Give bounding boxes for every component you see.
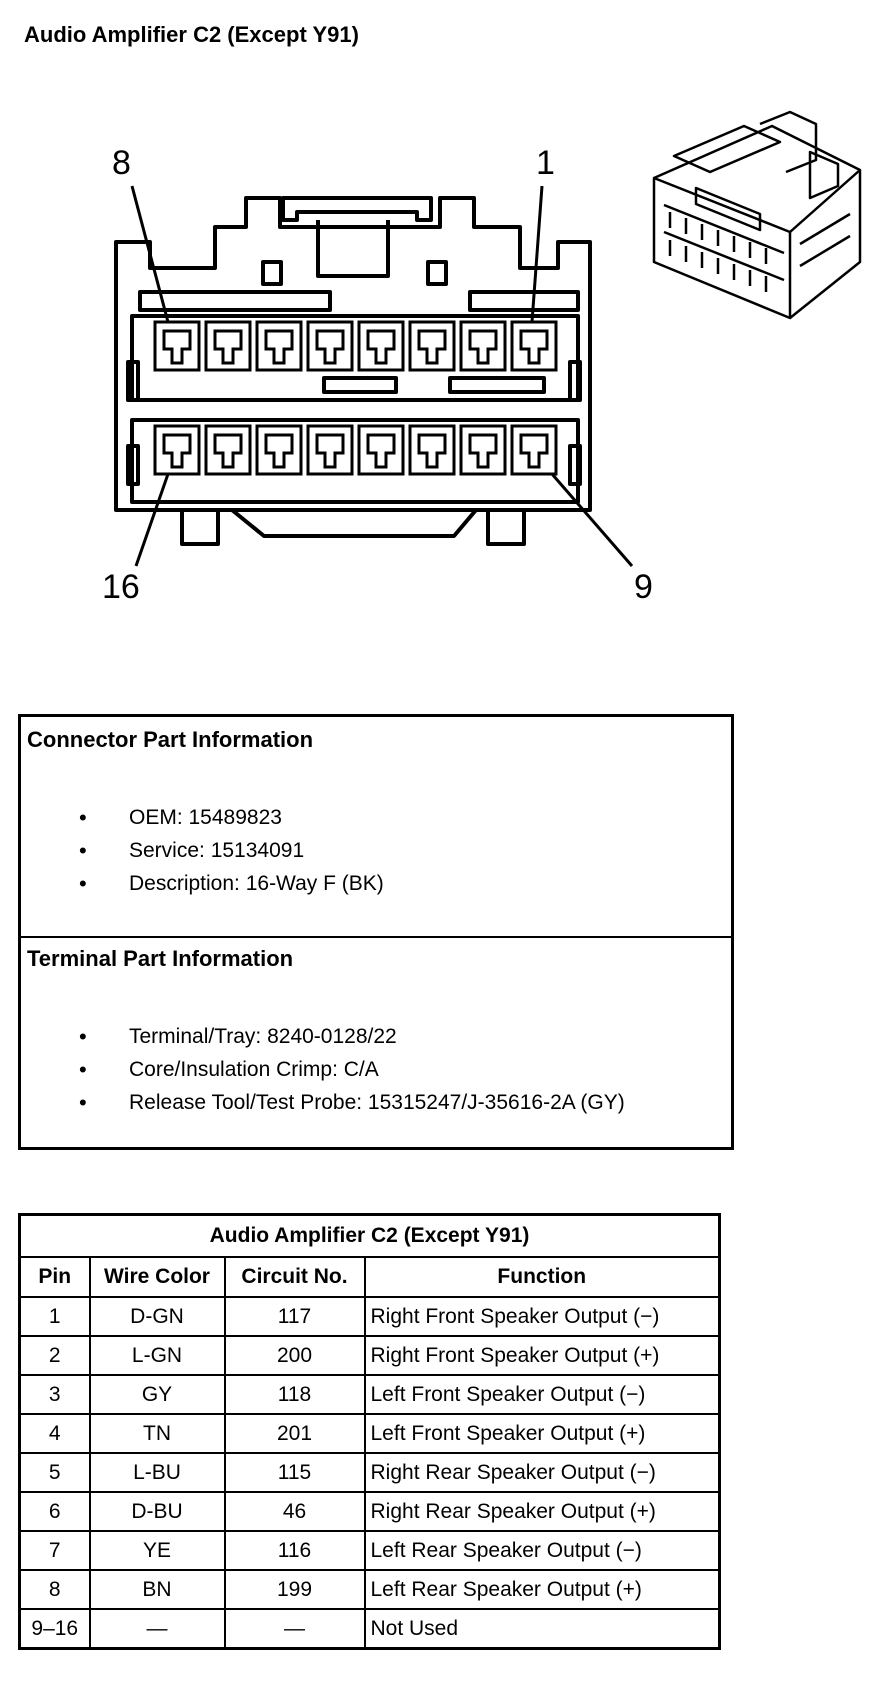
page-title: Audio Amplifier C2 (Except Y91) [24,22,359,47]
wire-color-cell: YE [88,1530,226,1571]
circuit-cell: 46 [223,1491,366,1532]
leader-line-8 [130,185,170,323]
column-header-wire-color: Wire Color [88,1256,226,1298]
table-row: 3 GY 118 Left Front Speaker Output (−) [18,1374,721,1415]
column-header-circuit-no: Circuit No. [223,1256,366,1298]
function-cell: Left Rear Speaker Output (−) [363,1530,721,1571]
list-item: • Terminal/Tray: 8240-0128/22 [21,1020,625,1053]
connector-face-diagram: 8 1 16 9 [102,110,862,606]
column-header-function: Function [363,1256,721,1298]
leader-line-1 [530,185,544,323]
wire-color-cell: D-BU [88,1491,226,1532]
leader-line-16 [134,473,170,567]
terminal-tray: Terminal/Tray: 8240-0128/22 [129,1025,397,1048]
bullet-icon: • [79,1057,87,1082]
circuit-cell: 199 [223,1569,366,1610]
pin-callout-9: 9 [634,568,653,606]
bullet-icon: • [79,871,87,896]
function-cell: Right Front Speaker Output (−) [363,1296,721,1337]
table-row: 5 L-BU 115 Right Rear Speaker Output (−) [18,1452,721,1493]
pin-cell: 3 [18,1374,91,1415]
pin-cell: 7 [18,1530,91,1571]
leader-line-9 [550,473,634,567]
list-item: • Service: 15134091 [21,834,384,867]
function-cell: Right Front Speaker Output (+) [363,1335,721,1376]
pin-cell: 6 [18,1491,91,1532]
connector-isometric-illustration [652,110,862,320]
table-row: 2 L-GN 200 Right Front Speaker Output (+… [18,1335,721,1376]
function-cell: Right Rear Speaker Output (−) [363,1452,721,1493]
terminal-part-info-section: Terminal Part Information • Terminal/Tray… [21,936,731,1147]
circuit-cell: 200 [223,1335,366,1376]
circuit-cell: — [223,1608,366,1650]
service-part-number: Service: 15134091 [129,839,305,862]
release-tool: Release Tool/Test Probe: 15315247/J-3561… [129,1091,625,1114]
table-row: 6 D-BU 46 Right Rear Speaker Output (+) [18,1491,721,1532]
connector-description: Description: 16-Way F (BK) [129,872,384,895]
function-cell: Not Used [363,1608,721,1650]
table-row: 9–16 — — Not Used [18,1608,721,1650]
table-caption: Audio Amplifier C2 (Except Y91) [18,1213,721,1258]
function-cell: Left Front Speaker Output (−) [363,1374,721,1415]
function-cell: Left Front Speaker Output (+) [363,1413,721,1454]
connector-part-info-heading: Connector Part Information [27,727,314,752]
function-cell: Left Rear Speaker Output (+) [363,1569,721,1610]
table-row: 8 BN 199 Left Rear Speaker Output (+) [18,1569,721,1610]
list-item: • Release Tool/Test Probe: 15315247/J-356… [21,1086,625,1119]
wire-color-cell: L-GN [88,1335,226,1376]
wire-color-cell: GY [88,1374,226,1415]
list-item: • Description: 16-Way F (BK) [21,867,384,900]
function-cell: Right Rear Speaker Output (+) [363,1491,721,1532]
part-information-box: Connector Part Information • OEM: 1548982… [18,714,734,1150]
list-item: • Core/Insulation Crimp: C/A [21,1053,625,1086]
table-row: 7 YE 116 Left Rear Speaker Output (−) [18,1530,721,1571]
wire-color-cell: D-GN [88,1296,226,1337]
pin-callout-16: 16 [102,568,140,606]
terminal-part-info-heading: Terminal Part Information [27,946,294,971]
wire-color-cell: BN [88,1569,226,1610]
terminal-part-info-list: • Terminal/Tray: 8240-0128/22 • Core/Insul… [21,1020,625,1119]
pin-callout-8: 8 [112,144,131,182]
oem-part-number: OEM: 15489823 [129,806,282,829]
pin-callout-1: 1 [536,144,555,182]
circuit-cell: 118 [223,1374,366,1415]
bullet-icon: • [79,805,87,830]
table-row: 1 D-GN 117 Right Front Speaker Output (−… [18,1296,721,1337]
pin-cell: 4 [18,1413,91,1454]
bullet-icon: • [79,838,87,863]
bullet-icon: • [79,1090,87,1115]
wire-color-cell: TN [88,1413,226,1454]
circuit-cell: 201 [223,1413,366,1454]
pin-cell: 1 [18,1296,91,1337]
crimp-type: Core/Insulation Crimp: C/A [129,1058,379,1081]
circuit-cell: 115 [223,1452,366,1493]
pin-assignment-table: Audio Amplifier C2 (Except Y91) Pin Wire… [18,1213,721,1650]
wire-color-cell: — [88,1608,226,1650]
pin-cell: 9–16 [18,1608,91,1650]
column-header-pin: Pin [18,1256,91,1298]
bullet-icon: • [79,1024,87,1049]
wire-color-cell: L-BU [88,1452,226,1493]
circuit-cell: 116 [223,1530,366,1571]
connector-part-info-section: Connector Part Information • OEM: 1548982… [21,717,731,938]
pin-cell: 2 [18,1335,91,1376]
table-row: 4 TN 201 Left Front Speaker Output (+) [18,1413,721,1454]
pin-cell: 5 [18,1452,91,1493]
circuit-cell: 117 [223,1296,366,1337]
pin-cell: 8 [18,1569,91,1610]
list-item: • OEM: 15489823 [21,801,384,834]
connector-part-info-list: • OEM: 15489823 • Service: 15134091 • Descr… [21,801,384,900]
